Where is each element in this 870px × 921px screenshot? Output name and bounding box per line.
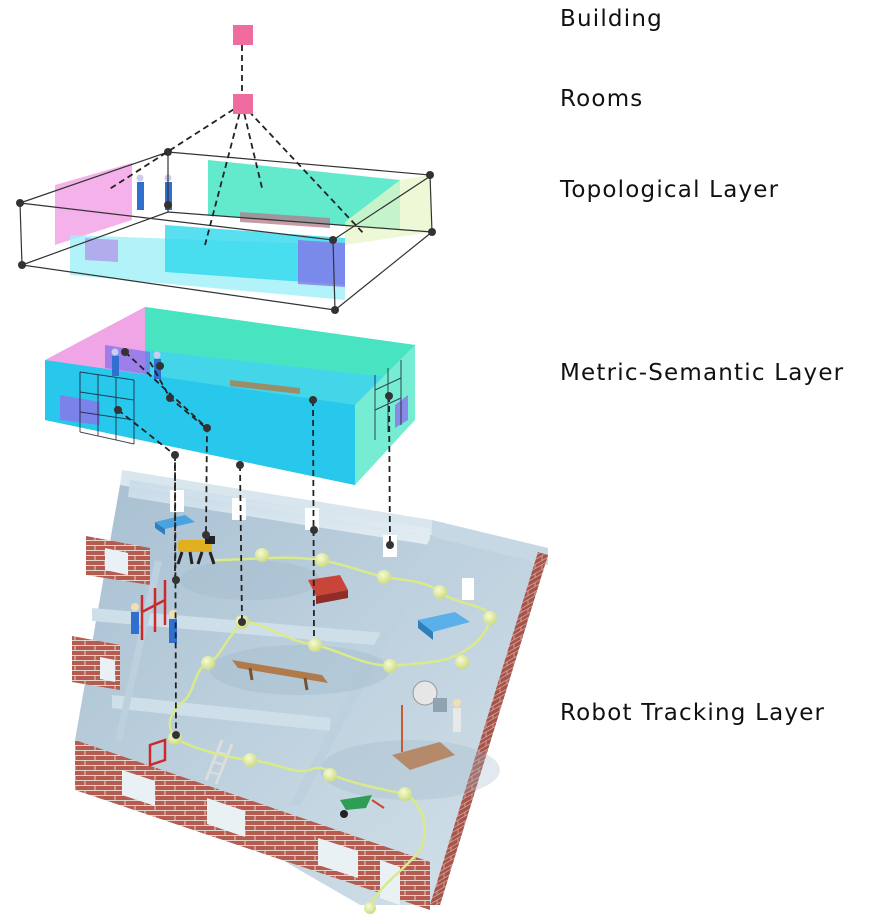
building-label: Building xyxy=(560,6,663,32)
internal-wall-3 xyxy=(290,535,442,805)
wheelbarrow-icon xyxy=(340,795,385,818)
robot-dog-icon xyxy=(176,536,216,565)
robot-trajectory xyxy=(168,556,492,906)
topo-purple-panel xyxy=(298,240,345,287)
robot-tracking-layer-label: Robot Tracking Layer xyxy=(560,700,826,726)
pallet-icon-2 xyxy=(418,612,470,640)
internal-wall-2 xyxy=(112,695,330,731)
building-node xyxy=(233,25,253,45)
brick-pile-icon xyxy=(308,575,348,604)
rooms-node xyxy=(233,94,253,114)
right-brick-wall xyxy=(430,552,548,905)
topological-box xyxy=(16,148,436,314)
scaffold-icon xyxy=(140,580,167,767)
sand-pile-icon xyxy=(392,705,455,770)
topo-teal-panel xyxy=(208,160,400,230)
worker-icon xyxy=(131,603,461,732)
trajectory-nodes xyxy=(168,548,497,914)
metric-semantic-box xyxy=(45,307,415,485)
wood-beam-icon xyxy=(232,660,328,691)
pallet-icon xyxy=(155,515,195,535)
metric-right-wall xyxy=(355,345,415,485)
metric-nodes xyxy=(114,348,394,739)
robot-tracking-building xyxy=(72,470,548,914)
internal-wall-4 xyxy=(115,560,162,740)
hierarchy-links xyxy=(107,35,366,246)
topo-magenta-panel xyxy=(55,163,132,245)
metric-back-wall xyxy=(145,307,415,380)
metric-semantic-layer-label: Metric-Semantic Layer xyxy=(560,360,845,386)
ladder-icon xyxy=(204,739,234,785)
topological-layer-label: Topological Layer xyxy=(560,177,780,203)
rooms-label: Rooms xyxy=(560,86,644,112)
cement-mixer-icon xyxy=(412,680,447,712)
